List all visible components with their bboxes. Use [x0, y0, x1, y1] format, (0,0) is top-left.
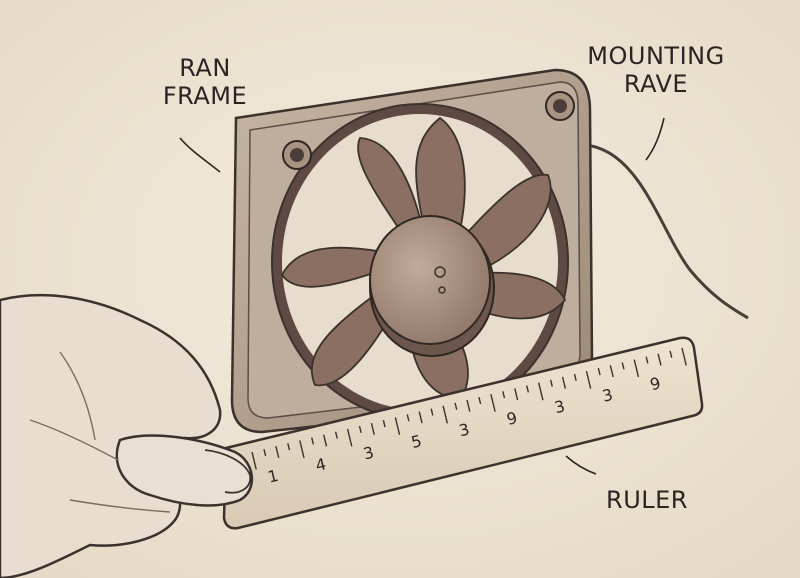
mounting-callout-line-1: MOUNTING — [587, 42, 725, 70]
mounting-callout-line-2: RAVE — [623, 70, 689, 98]
ruler-tick — [275, 446, 280, 459]
ruler-callout: RULER — [606, 486, 688, 514]
ruler-tick — [549, 379, 553, 387]
ruler-tick — [657, 353, 662, 366]
fan-frame-callout-line-2: FRAME — [162, 82, 248, 110]
fan-frame-callout: RAN FRAME — [150, 54, 260, 110]
ruler-tick — [597, 368, 601, 376]
ruler-tick — [561, 376, 567, 389]
ruler-tick — [370, 422, 375, 435]
ruler-tick — [573, 373, 577, 381]
ruler-number: 9 — [505, 408, 519, 429]
ruler-tick — [466, 399, 471, 412]
ruler-number: 5 — [409, 431, 423, 452]
fan-hub — [369, 215, 495, 357]
ruler-tick — [322, 434, 328, 447]
ruler-tick — [478, 396, 482, 405]
ruler-tick — [263, 448, 267, 457]
ruler-number: 3 — [553, 396, 567, 417]
mounting-callout: MOUNTING RAVE — [578, 42, 734, 98]
fan-cable — [584, 143, 749, 320]
ruler-tick — [382, 420, 386, 428]
ruler-tick — [442, 405, 449, 424]
ruler-tick — [502, 391, 506, 399]
ruler-number: 4 — [314, 454, 328, 475]
ruler-number: 3 — [600, 385, 614, 406]
ruler-tick — [514, 388, 519, 401]
ruler-number: 3 — [457, 420, 471, 441]
ruler-tick — [430, 408, 434, 416]
ruler-tick — [251, 451, 257, 470]
ruler-tick — [299, 440, 305, 459]
fan-frame-callout-line-1: RAN — [179, 54, 231, 82]
ruler-tick — [358, 425, 362, 433]
mounting-holes — [282, 91, 575, 170]
ruler-tick — [346, 428, 353, 447]
ruler-tick — [334, 431, 338, 439]
ruler-tick — [609, 365, 614, 378]
ruler-tick — [406, 414, 410, 422]
ruler-tick — [454, 402, 458, 410]
ruler-tick — [526, 385, 530, 393]
ruler-number: 9 — [648, 373, 662, 394]
hand — [0, 293, 254, 578]
ruler-tick — [633, 359, 640, 378]
ruler-tick — [645, 356, 649, 364]
ruler: 1 4 3 5 3 9 3 3 9 — [222, 336, 704, 530]
ruler-tick — [287, 443, 291, 451]
ruler-tick — [311, 437, 315, 445]
ruler-number: 3 — [361, 443, 375, 464]
ruler-tick — [418, 411, 423, 424]
ruler-tick — [681, 347, 687, 366]
ruler-tick — [585, 370, 592, 389]
ruler-tick — [394, 417, 401, 435]
callout-leader-lines — [179, 117, 665, 475]
ruler-tick — [669, 350, 673, 358]
ruler-tick — [537, 382, 544, 401]
ruler-tick — [621, 362, 625, 370]
ruler-number: 1 — [266, 466, 280, 487]
ruler-tick — [490, 394, 496, 412]
